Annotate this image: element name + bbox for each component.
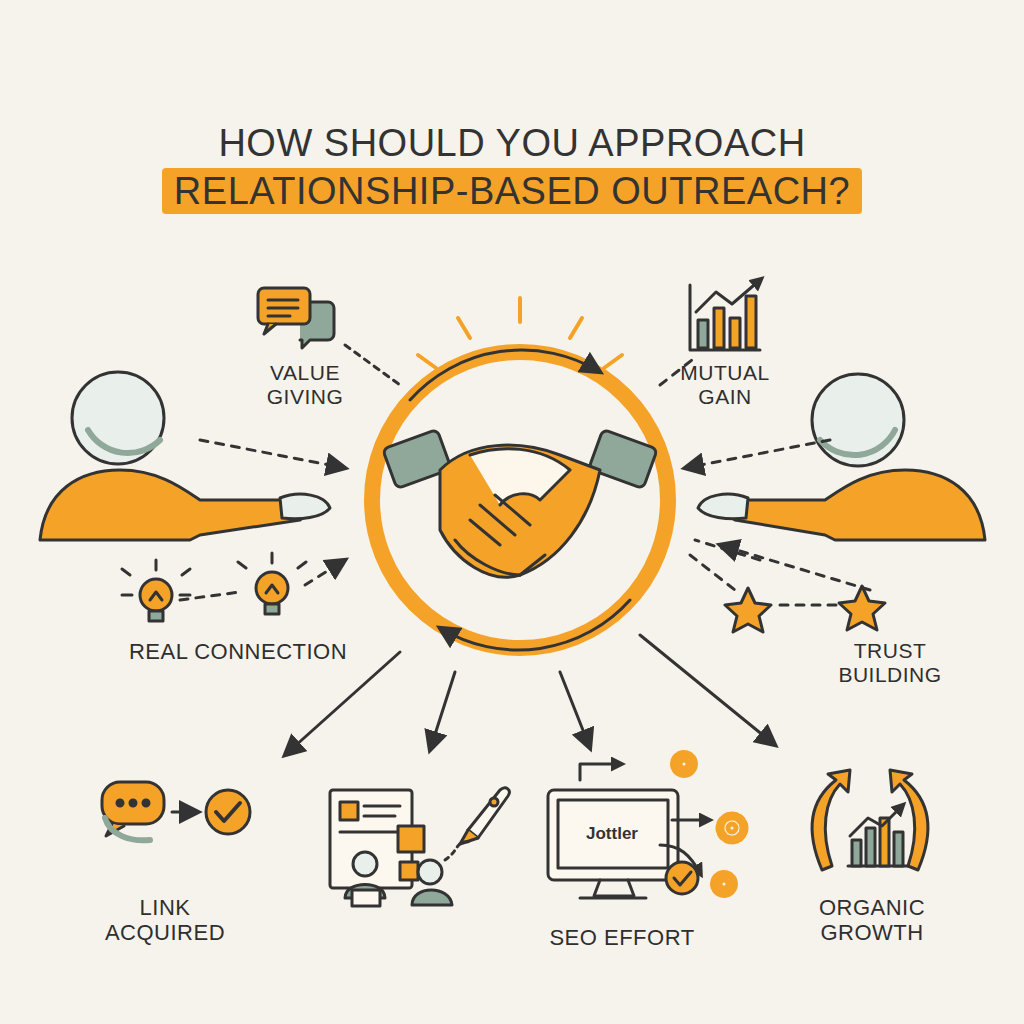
- speech-icon: [258, 288, 334, 348]
- outcome-arrow: [285, 635, 775, 755]
- lightbulb-icon: [122, 553, 306, 621]
- link-icon: [102, 782, 250, 840]
- chart-icon: [690, 280, 760, 350]
- brand-label: Jottler: [564, 824, 660, 844]
- value-label: MUTUAL GAIN: [665, 361, 785, 409]
- dashed-arrow: [180, 345, 870, 605]
- monitor-icon: [548, 764, 708, 898]
- value-label: REAL CONNECTION: [108, 639, 368, 664]
- outcome-label: LINK ACQUIRED: [80, 895, 250, 946]
- cycle-ring: [372, 352, 668, 648]
- outcome-label: SEO EFFORT: [522, 925, 722, 950]
- growth-icon: [812, 770, 928, 870]
- gear-icon: [674, 754, 744, 894]
- title: HOW SHOULD YOU APPROACH RELATIONSHIP-BAS…: [122, 120, 902, 215]
- handshake: [383, 429, 658, 577]
- cycle-arrow: [440, 600, 630, 650]
- cycle-arrow: [410, 350, 600, 400]
- star-icon: [725, 586, 885, 632]
- value-label: VALUE GIVING: [245, 361, 365, 409]
- outcome-label: ORGANIC GROWTH: [787, 895, 957, 946]
- content-icon: [330, 788, 509, 906]
- value-label: TRUST BUILDING: [825, 639, 955, 687]
